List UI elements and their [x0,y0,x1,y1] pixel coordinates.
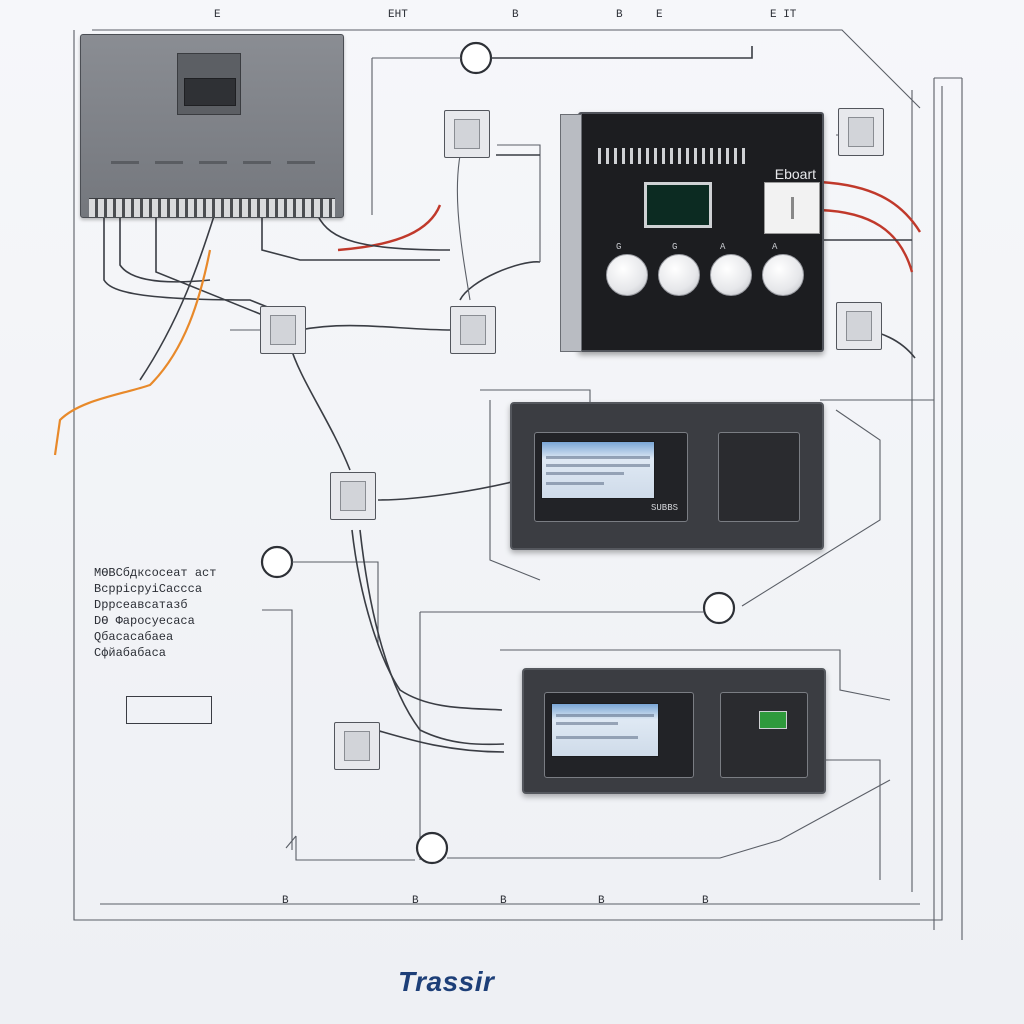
top-label: E [214,9,221,21]
bottom-label: B [598,895,605,907]
ribbon-connector [598,148,746,164]
top-label: B [616,9,623,21]
control-button[interactable] [710,254,752,296]
control-button[interactable] [658,254,700,296]
top-label: EHT [388,9,408,21]
top-label: E [656,9,663,21]
brand-logo: Trassir [398,966,495,997]
status-led [759,711,787,729]
button-label: A [720,242,726,252]
controller-display [644,182,712,228]
legend-line: Qбасасабаеа [94,630,174,644]
junction-box [334,722,380,770]
lcd-screen [551,703,659,757]
junction-box [260,306,306,354]
lcd-screen [541,441,655,499]
screen-bezel: SUBBS [534,432,688,522]
keypad[interactable] [720,692,808,778]
panel-footer: SUBBS [651,503,679,513]
junction-box [836,302,882,350]
keypad[interactable] [718,432,800,522]
button-label: G [672,242,678,252]
bottom-label: B [702,895,709,907]
legend-line: BсррісруіСассса [94,582,203,596]
legend-line: MӨBCбдксосеат аст [94,566,217,580]
relay-module [764,182,820,234]
junction-box [450,306,496,354]
bottom-label: B [500,895,507,907]
junction-box [330,472,376,520]
top-label: E IT [770,9,797,21]
top-label: B [512,9,519,21]
mount-plate [560,114,582,352]
recorder-panel-lower [522,668,826,794]
terminal-strip [89,198,335,217]
bottom-label: B [412,895,419,907]
legend-line: DӨ Фаросуесаса [94,614,195,628]
control-button[interactable] [606,254,648,296]
enclosure-window [177,53,241,115]
button-label: G [616,242,622,252]
legend: MӨBCбдксосеат аст BсррісруіСассса Dррсеа… [94,566,280,662]
junction-box [838,108,884,156]
screen-bezel [544,692,694,778]
control-unit: Eboart G G A A [560,112,824,352]
junction-box [444,110,490,158]
legend-box [126,696,212,724]
controller-label: Eboart [774,166,816,182]
recorder-panel: SUBBS [510,402,824,550]
button-label: A [772,242,778,252]
legend-line: Dррсеавсатазб [94,598,188,612]
control-button[interactable] [762,254,804,296]
main-enclosure [80,34,344,218]
bottom-label: B [282,895,289,907]
legend-line: Cфйабабаса [94,646,167,660]
